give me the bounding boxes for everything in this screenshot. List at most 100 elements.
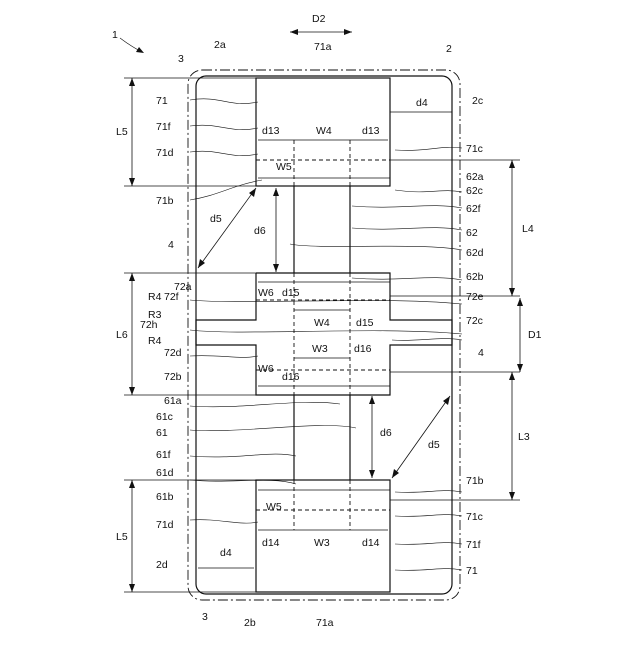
label-71b-bottom: 71b bbox=[466, 475, 484, 487]
label-W4-top: W4 bbox=[316, 125, 332, 137]
label-d6-bottom: d6 bbox=[380, 427, 392, 439]
label-62b: 62b bbox=[466, 271, 484, 283]
label-L5-bottom: L5 bbox=[116, 531, 128, 543]
label-71f-bottom: 71f bbox=[466, 539, 481, 551]
leader-line bbox=[190, 180, 262, 200]
label-2a: 2a bbox=[214, 39, 226, 51]
label-W4-middle: W4 bbox=[314, 317, 330, 329]
label-71b: 71b bbox=[156, 195, 174, 207]
dimension-d5-bottom bbox=[392, 396, 450, 478]
label-W3-bottom: W3 bbox=[314, 537, 330, 549]
leader-line bbox=[190, 402, 340, 407]
direction-label-D1: D1 bbox=[528, 329, 542, 341]
arrowhead bbox=[517, 298, 523, 306]
arrowhead bbox=[509, 372, 515, 380]
label-62d: 62d bbox=[466, 247, 484, 259]
label-4-bottom: 4 bbox=[478, 347, 484, 359]
label-d16-top: d16 bbox=[354, 343, 372, 355]
arrowhead bbox=[369, 396, 375, 404]
label-2b: 2b bbox=[244, 617, 256, 629]
label-R4-top: R4 bbox=[148, 291, 162, 303]
leader-line bbox=[190, 356, 258, 358]
arrowhead bbox=[443, 396, 450, 405]
arrowhead bbox=[136, 47, 144, 53]
electrode-72 bbox=[196, 273, 452, 395]
arrowhead bbox=[369, 470, 375, 478]
arrowhead bbox=[273, 188, 279, 196]
label-d16-bottom: d16 bbox=[282, 371, 300, 383]
label-d15-top: d15 bbox=[282, 287, 300, 299]
leader-line bbox=[190, 151, 258, 156]
label-62c: 62c bbox=[466, 185, 483, 197]
label-L6: L6 bbox=[116, 329, 128, 341]
label-W5-top: W5 bbox=[276, 161, 292, 173]
label-W6-bottom: W6 bbox=[258, 363, 274, 375]
label-71-bottom: 71 bbox=[466, 565, 478, 577]
arrowhead bbox=[129, 178, 135, 186]
arrowhead bbox=[129, 387, 135, 395]
label-61c: 61c bbox=[156, 411, 173, 423]
figure-number: 1 bbox=[112, 29, 118, 41]
label-71d-bottom: 71d bbox=[156, 519, 174, 531]
label-3-top: 3 bbox=[178, 53, 184, 65]
label-L5-top: L5 bbox=[116, 126, 128, 138]
arrowhead bbox=[129, 584, 135, 592]
label-72b: 72b bbox=[164, 371, 182, 383]
label-d13-right: d13 bbox=[362, 125, 380, 137]
leader-line bbox=[290, 244, 462, 250]
leader-line bbox=[190, 330, 462, 334]
label-71f: 71f bbox=[156, 121, 171, 133]
label-61b: 61b bbox=[156, 491, 174, 503]
arrowhead bbox=[509, 160, 515, 168]
element-body-outline bbox=[188, 70, 460, 600]
label-62a: 62a bbox=[466, 171, 484, 183]
dimension-d5-top bbox=[198, 188, 256, 268]
label-d4-top: d4 bbox=[416, 97, 428, 109]
label-72d: 72d bbox=[164, 347, 182, 359]
label-L3: L3 bbox=[518, 431, 530, 443]
label-d13-left: d13 bbox=[262, 125, 280, 137]
label-71: 71 bbox=[156, 95, 168, 107]
label-71a-bottom: 71a bbox=[316, 617, 334, 629]
arrowhead bbox=[129, 78, 135, 86]
label-4-top: 4 bbox=[168, 239, 174, 251]
arrowhead bbox=[273, 264, 279, 272]
label-d4-bottom: d4 bbox=[220, 547, 232, 559]
label-72c: 72c bbox=[466, 315, 483, 327]
arrowhead bbox=[509, 288, 515, 296]
label-61: 61 bbox=[156, 427, 168, 439]
label-W6-top: W6 bbox=[258, 287, 274, 299]
leader-line bbox=[190, 300, 462, 304]
label-72e: 72e bbox=[466, 291, 484, 303]
arrowhead bbox=[509, 492, 515, 500]
label-L4: L4 bbox=[522, 223, 534, 235]
arrowhead bbox=[290, 29, 298, 35]
arrowhead bbox=[517, 364, 523, 372]
leader-line bbox=[190, 125, 258, 130]
label-d14-right: d14 bbox=[362, 537, 380, 549]
leader-line bbox=[190, 480, 296, 484]
label-W5-bottom: W5 bbox=[266, 501, 282, 513]
label-72h: 72h bbox=[140, 319, 158, 331]
electrode-71-bottom bbox=[256, 480, 390, 592]
leader-line bbox=[190, 454, 296, 457]
label-W3-middle: W3 bbox=[312, 343, 328, 355]
label-d14-left: d14 bbox=[262, 537, 280, 549]
label-71c-bottom: 71c bbox=[466, 511, 483, 523]
label-2: 2 bbox=[446, 43, 452, 55]
label-61f: 61f bbox=[156, 449, 171, 461]
leader-line bbox=[190, 520, 258, 523]
leader-line bbox=[352, 278, 462, 280]
arrowhead bbox=[129, 273, 135, 281]
label-3-bottom: 3 bbox=[202, 611, 208, 623]
label-d6-top: d6 bbox=[254, 225, 266, 237]
label-d5-top: d5 bbox=[210, 213, 222, 225]
label-61d: 61d bbox=[156, 467, 174, 479]
label-2c: 2c bbox=[472, 95, 483, 107]
label-62f: 62f bbox=[466, 203, 481, 215]
label-d15-middle: d15 bbox=[356, 317, 374, 329]
label-62: 62 bbox=[466, 227, 478, 239]
label-71c-top: 71c bbox=[466, 143, 483, 155]
